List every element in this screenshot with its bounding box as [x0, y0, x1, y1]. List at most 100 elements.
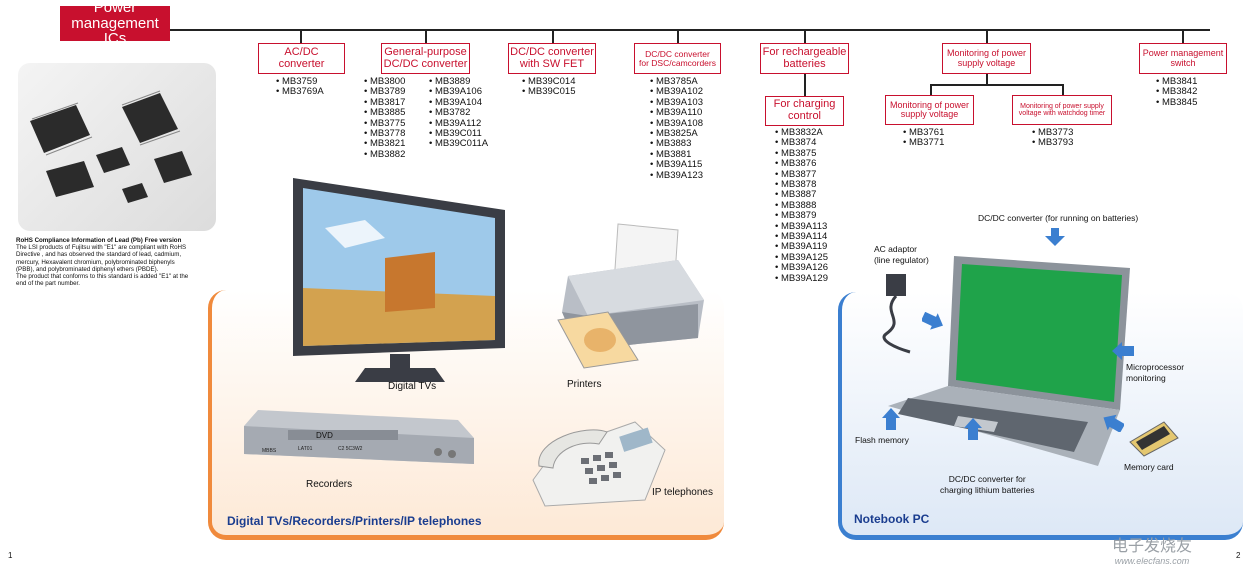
part-item: MB3832A [775, 127, 828, 138]
ac-adaptor-line2: (line regulator) [874, 255, 929, 265]
category-power-switch: Power management switch [1139, 43, 1227, 74]
printer-illustration [557, 223, 704, 369]
root-line-3: ICs [103, 30, 127, 48]
recorder-tag3: MBBS [262, 448, 277, 454]
tree-drop-5 [804, 29, 806, 43]
ac-adaptor-line1: AC adaptor [874, 244, 917, 254]
subcategory-watchdog: Monitoring of power supply voltage with … [1012, 95, 1112, 125]
part-item: MB39A129 [775, 273, 828, 284]
arrow-ac-adaptor [922, 312, 943, 330]
arrow-memory-card [1103, 414, 1124, 432]
part-item: MB3825A [650, 128, 703, 139]
tree-sub-monitor-left [930, 84, 932, 95]
part-item: MB3845 [1156, 97, 1197, 108]
part-item: MB3759 [276, 76, 324, 87]
part-item: MB39C014 [522, 76, 576, 87]
part-item: MB39A114 [775, 231, 828, 242]
label-microprocessor: Microprocessor monitoring [1126, 362, 1184, 384]
part-item: MB39C011A [429, 139, 488, 150]
subcategory-charging: For charging control [765, 96, 844, 126]
part-item: MB3771 [903, 137, 944, 148]
phone-caption: IP telephones [652, 487, 713, 498]
category-acdc-line1: AC/DC [284, 45, 319, 58]
part-item: MB39C011 [429, 128, 488, 139]
part-item: MB39A106 [429, 86, 488, 97]
part-item: MB39A104 [429, 97, 488, 108]
part-item: MB39A123 [650, 170, 703, 181]
chip-photo [18, 63, 216, 231]
parts-watchdog: MB3773 MB3793 [1032, 127, 1073, 149]
recorder-illustration: DVD LAT01 C2 5C3W2 MBBS [244, 410, 474, 464]
part-item: MB3769A [276, 86, 324, 97]
label-ac-adaptor: AC adaptor (line regulator) [874, 244, 929, 266]
root-line-2: management [71, 14, 159, 32]
part-item: MB3882 [364, 149, 405, 160]
watermark-text: 电子发烧友 [1112, 536, 1193, 555]
part-item: MB3876 [775, 158, 828, 169]
parts-dsc: MB3785A MB39A102 MB39A103 MB39A110 MB39A… [650, 76, 703, 181]
category-dcdc-swfet: DC/DC converter with SW FET [508, 43, 596, 74]
part-item: MB3885 [364, 107, 405, 118]
part-item: MB3785A [650, 76, 703, 87]
watermark-url: www.elecfans.com [1114, 556, 1190, 566]
part-item: MB3817 [364, 97, 405, 108]
root-title-box: Power management ICs [60, 0, 170, 47]
part-item: MB39A119 [775, 242, 828, 253]
part-item: MB39A115 [650, 159, 703, 170]
part-item: MB3842 [1156, 86, 1197, 97]
part-item: MB3773 [1032, 127, 1073, 138]
part-item: MB39A110 [650, 107, 703, 118]
sub-wd-line2: voltage with watchdog timer [1018, 110, 1106, 117]
category-dsc-line1: DC/DC converter [645, 48, 710, 59]
tree-drop-3 [552, 29, 554, 43]
part-item: MB3874 [775, 137, 828, 148]
part-item: MB39A126 [775, 262, 828, 273]
part-item: MB39A113 [775, 221, 828, 232]
ic-chips-image [30, 90, 192, 203]
part-item: MB3778 [364, 128, 405, 139]
category-mon-line1: Monitoring of power [946, 48, 1027, 59]
category-acdc: AC/DC converter [258, 43, 345, 74]
digital-section-title: Digital TVs/Recorders/Printers/IP teleph… [227, 514, 482, 528]
category-sw-line2: switch [1170, 57, 1196, 68]
tree-sub-rechargeable [804, 74, 806, 96]
part-item: MB3782 [429, 107, 488, 118]
category-dsc-line2: for DSC/camcorders [639, 57, 716, 68]
part-item: MB3881 [650, 149, 703, 160]
category-rechargeable: For rechargeable batteries [760, 43, 849, 74]
printer-caption: Printers [567, 379, 602, 390]
micro-line2: monitoring [1126, 373, 1166, 383]
rohs-line: (PBB), and polybrominated diphenyl ether… [16, 265, 159, 273]
category-rech-line1: For rechargeable [762, 45, 847, 58]
rohs-line: The product that conforms to this standa… [16, 273, 189, 281]
category-general-line2: DC/DC converter [383, 57, 468, 70]
lithium-line1: DC/DC converter for [948, 474, 1026, 484]
tree-sub-monitor-bar [930, 84, 1063, 86]
sub-charging-line2: control [787, 110, 822, 122]
sub-mon-line1: Monitoring of power [889, 99, 970, 110]
part-item: MB39C015 [522, 86, 576, 97]
tree-drop-2 [425, 29, 427, 43]
category-monitoring: Monitoring of power supply voltage [942, 43, 1031, 74]
watermark: 电子发烧友 www.elecfans.com [1112, 532, 1192, 566]
label-dcdc-batteries: DC/DC converter (for running on batterie… [978, 213, 1139, 223]
part-item: MB3800 [364, 76, 405, 87]
rohs-notice: RoHS Compliance Information of Lead (Pb)… [16, 237, 221, 287]
part-item: MB3875 [775, 148, 828, 159]
part-item: MB39A102 [650, 86, 703, 97]
notebook-section-title: Notebook PC [854, 512, 930, 526]
memory-card-illustration [1129, 421, 1179, 457]
parts-power-switch: MB3841 MB3842 MB3845 [1156, 76, 1197, 108]
arrow-flash [882, 408, 900, 430]
tree-stem [170, 29, 1210, 31]
tree-sub-monitor-right [1062, 84, 1064, 95]
tree-sub-monitor-stem [986, 74, 988, 84]
rohs-title: RoHS Compliance Information of Lead (Pb)… [16, 237, 182, 244]
ac-adaptor-illustration [882, 274, 911, 354]
tree-drop-6 [986, 29, 988, 43]
recorder-tag2: C2 5C3W2 [338, 446, 363, 452]
tv-caption: Digital TVs [388, 381, 437, 392]
category-mon-line2: supply voltage [957, 57, 1016, 68]
laptop-illustration [888, 256, 1130, 466]
rohs-line: Directive , and has observed the standar… [16, 251, 182, 259]
